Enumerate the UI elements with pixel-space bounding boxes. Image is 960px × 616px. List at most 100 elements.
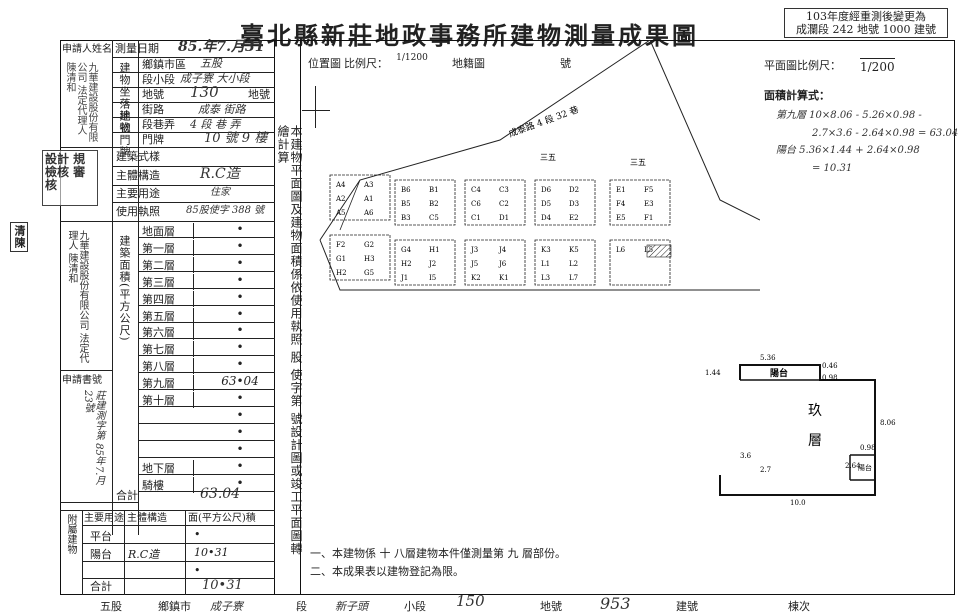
attached-total-value: 10•31 bbox=[202, 578, 243, 593]
block-label: H2 bbox=[401, 260, 412, 268]
lane-label: 段巷弄 bbox=[142, 118, 175, 131]
floor-row-value: • bbox=[236, 306, 244, 321]
floor-row-value: • bbox=[236, 289, 244, 304]
attached-header-structure: 主體構造 bbox=[127, 513, 167, 524]
floor-row-value: • bbox=[236, 441, 244, 456]
block-label: F5 bbox=[644, 186, 653, 194]
block-label: D2 bbox=[569, 186, 579, 194]
floor-row-value: 63•04 bbox=[221, 374, 259, 389]
floor-row-label: 第一層 bbox=[142, 239, 194, 256]
block-label: E3 bbox=[644, 200, 654, 208]
footer-batch-label: 棟次 bbox=[788, 600, 810, 613]
block-label: A5 bbox=[335, 209, 346, 217]
block-label: B2 bbox=[429, 200, 439, 208]
floor-row: 第二層• bbox=[138, 255, 275, 273]
applicant-label: 申請人姓名 bbox=[62, 44, 112, 55]
room-label-1: 玖 bbox=[808, 403, 822, 419]
dim-3: 1.44 bbox=[705, 369, 721, 377]
block-label: A2 bbox=[335, 195, 346, 203]
footer-lot: 150 bbox=[456, 592, 485, 610]
block-label: L2 bbox=[569, 260, 578, 268]
floor-plan-drawing: 陽台 玖 層 陽台 5.36 0.46 0.98 1.44 8.06 0.98 … bbox=[705, 354, 896, 507]
building-cluster bbox=[534, 239, 596, 286]
app-no-label: 申請書號 bbox=[62, 375, 102, 386]
note-2: 二、本成果表以建物登記為限。 bbox=[310, 565, 464, 578]
footer-building-label: 建號 bbox=[676, 600, 698, 613]
floor-row-label: 地下層 bbox=[142, 459, 194, 476]
building-cluster bbox=[394, 239, 456, 286]
block-label: E2 bbox=[569, 214, 579, 222]
block-label: A3 bbox=[363, 181, 374, 189]
floor-plan-scale-value: 1/200 bbox=[860, 58, 895, 74]
block-label: C5 bbox=[429, 214, 439, 222]
site-plan-label: 位置圖 bbox=[308, 57, 341, 70]
area-calc-line3: 陽台 5.36×1.44 + 2.64×0.98 bbox=[776, 145, 920, 156]
block-label: D5 bbox=[541, 200, 551, 208]
block-label: D4 bbox=[541, 214, 552, 222]
attached-area: • bbox=[194, 528, 201, 541]
lot-map-label: 地籍圖 bbox=[452, 57, 485, 70]
street-value: 成泰 街路 bbox=[198, 103, 246, 116]
floor-row-value: • bbox=[236, 391, 244, 405]
block-label: C3 bbox=[499, 186, 509, 194]
main-use-value: 住家 bbox=[210, 187, 230, 198]
block-label: E5 bbox=[616, 214, 626, 222]
floor-row-label: 第十層 bbox=[142, 392, 194, 408]
section-label: 段小段 bbox=[142, 73, 175, 86]
floor-row: 第七層• bbox=[138, 339, 275, 358]
dim-2: 0.98 bbox=[822, 374, 838, 382]
floor-row-label: 地面層 bbox=[142, 223, 194, 239]
block-label: G2 bbox=[364, 241, 374, 249]
footer-section-label: 段 bbox=[296, 600, 307, 613]
area-calc-label: 面積計算式： bbox=[764, 89, 830, 102]
footer-township-label: 鄉鎮市 bbox=[158, 600, 191, 613]
floor-row-value: • bbox=[236, 238, 244, 253]
block-label: L3 bbox=[541, 274, 550, 282]
area-label: 建築面積(平方公尺) bbox=[118, 235, 131, 342]
building-cluster bbox=[609, 239, 671, 286]
footer-subsection: 新子頭 bbox=[335, 600, 368, 613]
door-no-label: 門牌 bbox=[142, 133, 164, 146]
drawing-area bbox=[300, 40, 955, 595]
lot-label-1: 三五 bbox=[540, 153, 556, 162]
block-label: G1 bbox=[336, 255, 346, 263]
block-label: K5 bbox=[569, 246, 579, 254]
block-label: K3 bbox=[541, 246, 551, 254]
lane-value: 4 段 巷 弄 bbox=[190, 118, 241, 131]
attached-structure: R.C造 bbox=[128, 548, 160, 561]
floor-row-label: 第四層 bbox=[142, 290, 194, 307]
floor-row-value: • bbox=[236, 475, 244, 490]
block-label: H1 bbox=[429, 246, 440, 254]
small-balcony-label: 陽台 bbox=[858, 463, 872, 472]
left-record-table: 申請人姓名 九華建設股份有限公司 法定代理人 陳清和 測量日期 85.年7.月3… bbox=[60, 40, 275, 595]
area-calc-line2: 2.7×3.6 - 2.64×0.98 = 63.04 bbox=[812, 128, 959, 139]
dim-6: 2.64 bbox=[845, 462, 861, 470]
building-cluster bbox=[329, 174, 391, 221]
block-label: A4 bbox=[335, 181, 346, 189]
block-label: C2 bbox=[499, 200, 509, 208]
floor-row-value: • bbox=[236, 323, 244, 338]
floor-row: 第六層 • bbox=[138, 322, 275, 341]
floor-row-label: 第六層 bbox=[142, 324, 194, 341]
block-label: K1 bbox=[499, 274, 509, 282]
township-label: 鄉鎮市區 bbox=[142, 58, 186, 71]
block-label: D3 bbox=[569, 200, 579, 208]
measure-date-value: 85.年7.月31 bbox=[178, 39, 265, 55]
building-cluster bbox=[329, 234, 391, 281]
block-label: A6 bbox=[363, 209, 374, 217]
block-label: J1 bbox=[400, 274, 408, 282]
location-label: 建物坐落地號 bbox=[118, 62, 131, 134]
address-note: 九華建設股份有限公司 法定代理人 陳清和 bbox=[66, 230, 88, 364]
footer-section: 成子寮 bbox=[210, 600, 243, 613]
floor-row: 地面層• bbox=[138, 221, 275, 239]
floor-row-value: • bbox=[236, 357, 244, 372]
road-label: 成泰路 4 段 32 巷 bbox=[507, 103, 580, 139]
note-1: 一、本建物係 十 八層建物本件僅測量第 九 層部份。 bbox=[310, 547, 566, 560]
renumber-stamp: 103年度經重測後變更為 成瀾段 242 地號 1000 建號 bbox=[784, 8, 948, 38]
block-label: J5 bbox=[470, 260, 478, 268]
floor-row: 第四層 • bbox=[138, 289, 275, 307]
block-label: B6 bbox=[401, 186, 411, 194]
dim-8: 2.7 bbox=[760, 466, 771, 474]
room-label-2: 層 bbox=[808, 433, 822, 449]
